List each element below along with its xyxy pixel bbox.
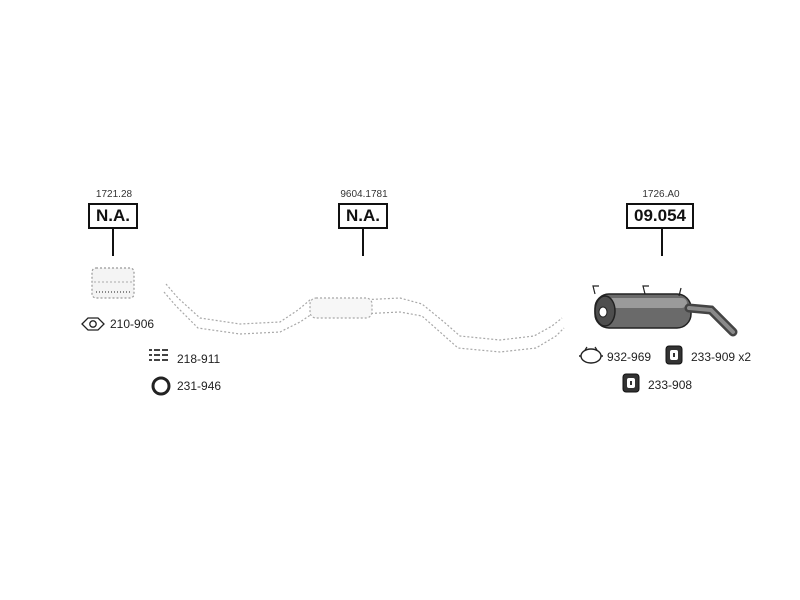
clamp-icon [579,346,603,364]
rubber-mount-icon [622,373,640,393]
part-number-label[interactable]: 210-906 [110,317,155,331]
part-number-label[interactable]: 932-969 [607,350,652,364]
section-1-ref: 1721.28 [95,189,133,200]
section-3-leader-line [661,228,663,256]
section-2-ref: 9604.1781 [340,189,388,200]
rubber-mount-icon [665,345,683,365]
section-2-leader-line [362,228,364,256]
part-number-label[interactable]: 231-946 [177,379,222,393]
front-pipe-drawing[interactable] [86,264,142,304]
gasket-icon [81,317,105,331]
section-1-leader-line [112,228,114,256]
part-number-label[interactable]: 233-908 [648,378,693,392]
section-3-ref: 1726.A0 [642,189,680,200]
rear-silencer-drawing[interactable] [585,282,745,342]
section-3-code-box[interactable]: 09.054 [626,203,694,229]
part-number-label[interactable]: 218-911 [177,352,221,366]
bolt-kit-icon [149,349,168,361]
section-2-code-box[interactable]: N.A. [338,203,388,229]
part-number-label[interactable]: 233-909 x2 [691,350,752,364]
section-1-code-box[interactable]: N.A. [88,203,138,229]
middle-pipe-drawing[interactable] [160,278,570,358]
sealing-ring-icon [151,376,171,396]
